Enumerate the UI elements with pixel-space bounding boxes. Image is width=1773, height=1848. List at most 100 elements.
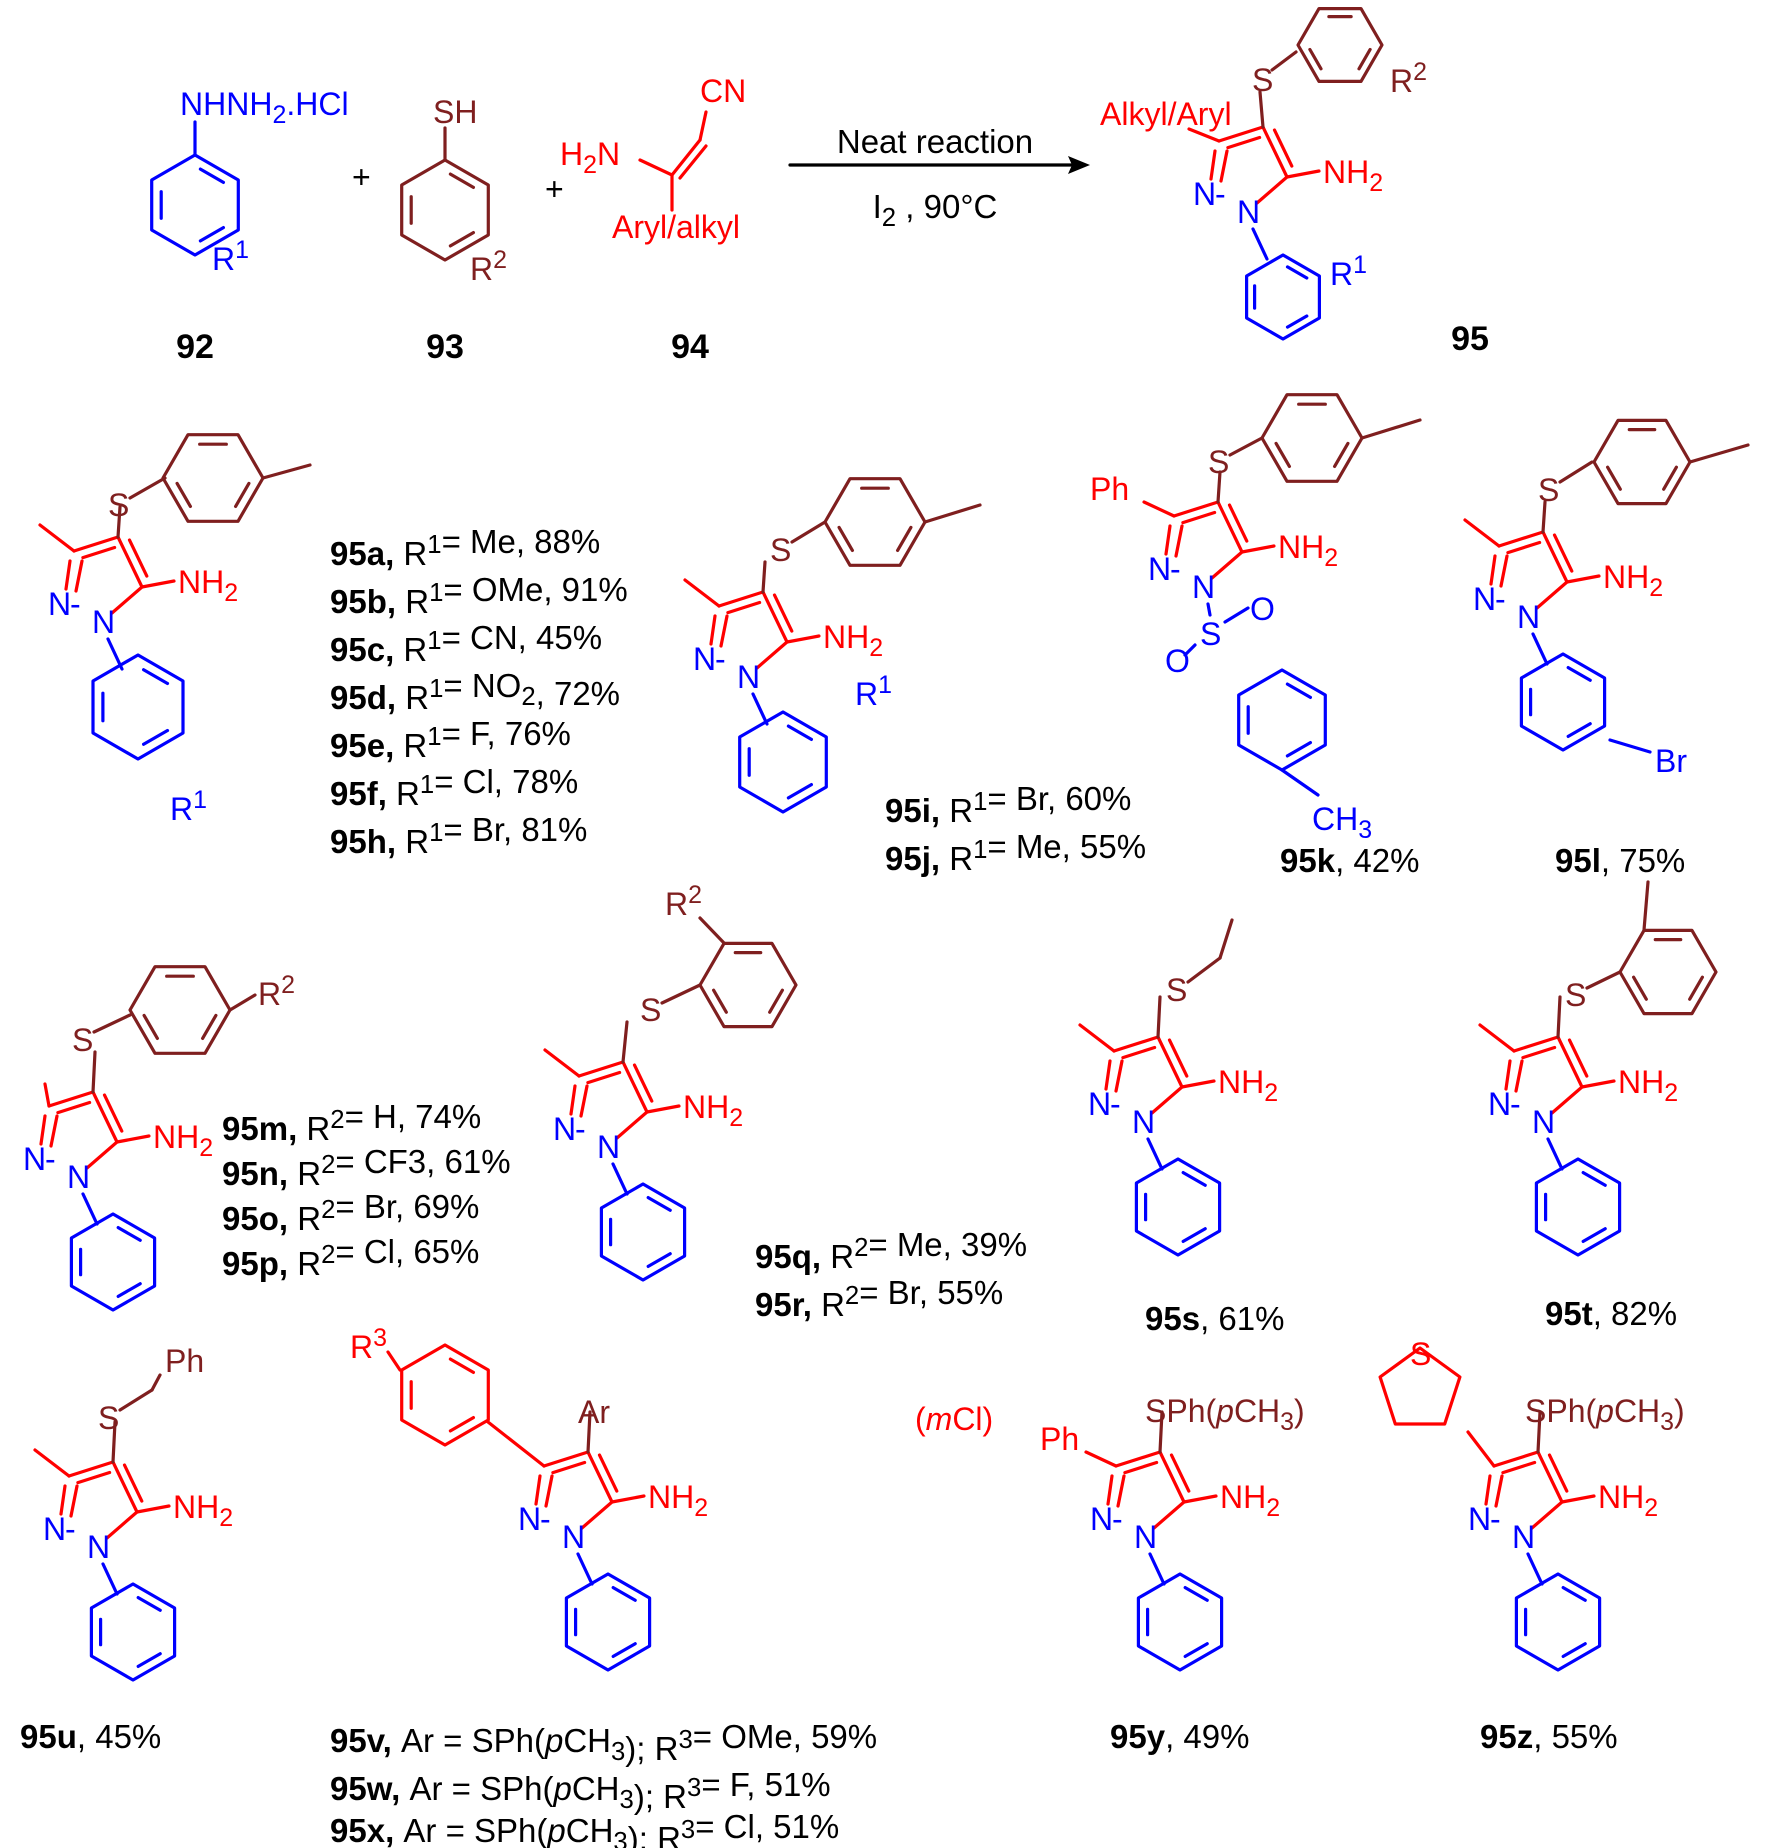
n1-atom: N <box>1512 1519 1535 1555</box>
aryl-ring <box>142 1013 159 1040</box>
pyrazole-bond <box>709 614 717 646</box>
n-phenyl-ring <box>786 724 813 741</box>
thiol-ring <box>400 158 490 262</box>
methyl-bond <box>543 1048 581 1078</box>
tolyl-ring <box>1606 465 1622 491</box>
methyl-bond <box>261 463 312 480</box>
n-phenyl-ring <box>1561 1642 1587 1658</box>
n-n-bond: - <box>1112 1501 1123 1537</box>
s-atom: S <box>72 1022 93 1058</box>
s-atom: S <box>640 992 661 1028</box>
n-aryl-bond <box>1251 227 1269 261</box>
n-phenyl-ring <box>1566 722 1592 738</box>
n1-atom: N <box>1517 599 1540 635</box>
n-phenyl-ring <box>91 653 185 761</box>
n-phenyl-ring <box>738 710 828 814</box>
n-phenyl-ring <box>142 668 170 686</box>
pyrazole-bond <box>1535 580 1569 610</box>
benzyl-bond <box>150 1373 162 1392</box>
pyrazole-bond <box>542 1450 590 1468</box>
pyrazole-bond <box>1547 1453 1569 1493</box>
product-caption: 95a, R1= Me, 88% <box>330 523 600 572</box>
tolyl-ring <box>823 477 927 567</box>
aryl-ring <box>128 965 232 1055</box>
thioether-bond <box>790 520 827 544</box>
pyrazole-bond <box>1174 524 1184 558</box>
r1-label: R1 <box>212 236 249 277</box>
phenyl-label: Ph <box>1090 471 1129 507</box>
ar-bond <box>586 1410 592 1454</box>
n-phenyl-ring <box>69 1212 157 1312</box>
n-phenyl-ring <box>1136 1572 1224 1672</box>
n-aryl-bond <box>1526 1552 1544 1586</box>
hydrazine-label: NHNH2.HCl <box>180 86 349 129</box>
aryl-ring <box>448 1357 475 1374</box>
r1-label: R1 <box>855 671 892 712</box>
amine-group: NH2 <box>1323 154 1383 197</box>
pyrazole-bond <box>621 1060 649 1114</box>
n2-atom: N <box>1473 581 1496 617</box>
pyrazole-bond <box>1512 1035 1560 1053</box>
n-phenyl-ring <box>1566 666 1592 682</box>
thio-ring <box>1357 47 1372 71</box>
pyrazole-bond <box>1216 500 1244 554</box>
thioether-bond <box>1585 970 1622 990</box>
n-phenyl-ring <box>1285 265 1309 280</box>
pyrazole-bond <box>544 1474 554 1508</box>
nitrile-label: CN <box>700 73 746 109</box>
r3-label: R3 <box>350 1324 387 1365</box>
pyrazole-bond <box>772 593 794 633</box>
phenyl-label: Ph <box>165 1343 204 1379</box>
n-n-bond: - <box>45 1141 56 1177</box>
pyrazole-bond <box>111 1460 139 1514</box>
thioether-bond <box>92 1013 132 1034</box>
n-phenyl-ring <box>646 1252 672 1268</box>
n-phenyl-ring <box>89 1582 177 1682</box>
pyrazole-bond <box>1181 510 1217 525</box>
pyrazole-bond <box>761 590 789 644</box>
amine-group: NH2 <box>178 564 238 607</box>
pyrazole-bond <box>56 1100 92 1115</box>
pyrazole-bond <box>551 1460 587 1475</box>
amine-group: NH2 <box>1220 1479 1280 1522</box>
amine-group: NH2 <box>1278 529 1338 572</box>
tosyl-ring <box>1285 741 1312 758</box>
thioether-bond <box>621 1020 629 1064</box>
pyrazole-bond <box>1104 1059 1112 1091</box>
mcl-label: (mCl) <box>915 1401 993 1437</box>
product-caption: 95f, R1= Cl, 78% <box>330 763 578 812</box>
substituent-label: Aryl/alkyl <box>612 209 740 245</box>
pyrazole-bond <box>1492 1450 1540 1468</box>
product-substituent-label: Alkyl/Aryl <box>1100 96 1232 132</box>
tolyl-ring <box>837 525 854 552</box>
pyrazole-bond <box>1541 530 1569 584</box>
n-phenyl-ring <box>116 1226 142 1242</box>
n-aryl-bond <box>1146 1137 1164 1171</box>
methyl-bond <box>33 1448 71 1478</box>
pyrazole-bond <box>122 1463 144 1503</box>
n-phenyl-ring <box>1181 1171 1207 1187</box>
product-caption: 95h, R1= Br, 81% <box>330 811 587 860</box>
n-phenyl-ring <box>1134 1157 1222 1257</box>
amine-bond <box>1240 544 1276 554</box>
amine-bond <box>638 158 674 177</box>
pyrazole-bond <box>1167 1038 1189 1078</box>
amine-bond <box>785 634 821 644</box>
thiol-ring <box>448 172 475 189</box>
n-phenyl-ring <box>1285 314 1309 329</box>
n-phenyl-ring <box>1561 1586 1587 1602</box>
phenyl-bond <box>1084 1450 1118 1468</box>
thioether-bond <box>1228 436 1264 457</box>
s-atom: S <box>1565 977 1586 1013</box>
methyl-bond <box>38 523 76 553</box>
pyrazole-bond <box>755 640 789 670</box>
n-aryl-bond <box>101 1562 119 1596</box>
pyrazole-bond <box>1501 1460 1537 1475</box>
n-aryl-bond <box>576 1552 594 1586</box>
pyrazole-bond <box>1261 125 1289 179</box>
hydrazine-ring <box>198 167 225 184</box>
m-tolyl-ring <box>1688 975 1704 1001</box>
amine-group: NH2 <box>153 1119 213 1162</box>
pyrazole-bond <box>1552 533 1574 573</box>
plus-sign: + <box>545 171 564 207</box>
